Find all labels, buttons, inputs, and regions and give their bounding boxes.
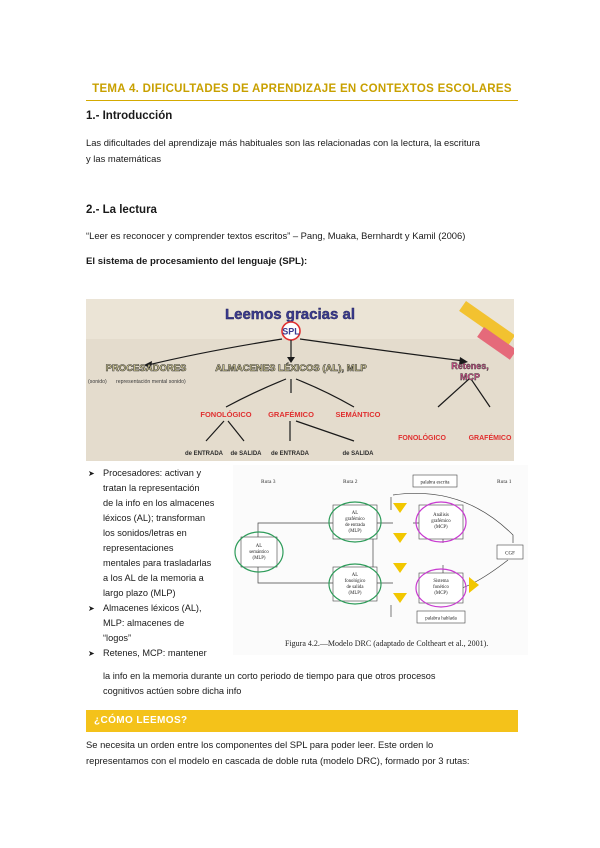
bullet-procesadores: ➤ Procesadores: activan y tratan la repr…	[86, 466, 236, 601]
note-representacion: representación mental sonido)	[116, 379, 186, 385]
node-procesadores: PROCESADORES	[106, 363, 187, 374]
figure-caption: Figura 4.2.—Modelo DRC (adaptado de Colt…	[285, 639, 488, 648]
al-semantico-3: (MLP)	[252, 556, 265, 561]
box-cgf: CGF	[505, 552, 515, 557]
bullet-line: a los AL de la memoria a	[103, 573, 204, 583]
bullet-line: Procesadores: activan y	[103, 468, 202, 478]
bullet-line: mentales para trasladarlas	[103, 558, 212, 568]
board-title: Leemos gracias al	[225, 306, 355, 323]
al-grafemico-2: grafémico	[345, 517, 365, 522]
drc-model-figure: Ruta 3 Ruta 2 Ruta 1 palabra escrita AL …	[233, 465, 528, 655]
section2-heading: 2.- La lectura	[86, 204, 157, 216]
al-fonologico-4: (MLP)	[348, 591, 361, 596]
section3-paragraph: Se necesita un orden entre los component…	[86, 737, 526, 769]
bullet-line: Retenes, MCP: mantener	[103, 648, 207, 658]
leaf-salida-graf: de SALIDA	[342, 451, 374, 457]
al-grafemico-3: de entrada	[345, 523, 366, 528]
subnode-semantico: SEMÁNTICO	[336, 410, 381, 419]
bullet-line: de la info en los almacenes	[103, 498, 215, 508]
bullet-line: los sonidos/letras en	[103, 528, 187, 538]
node-mcp: MCP	[460, 372, 480, 382]
sistema-2: fonético	[433, 585, 449, 590]
route3-label: Ruta 3	[261, 479, 276, 485]
route1-label: Ruta 1	[497, 479, 512, 485]
yellow-arrow-icons	[393, 503, 479, 603]
spl-concept-map-image: Leemos gracias al SPL PROCESADORES ALMAC…	[86, 299, 514, 461]
bullet-almacenes: ➤ Almacenes léxicos (AL), MLP: almacenes…	[86, 601, 236, 646]
bullet-line: MLP: almacenes de	[103, 618, 185, 628]
al-grafemico-1: AL	[352, 511, 358, 516]
arrow-bullet-icon: ➤	[88, 604, 95, 613]
right-fonologico: FONOLÓGICO	[398, 433, 446, 442]
arrow-bullet-icon: ➤	[88, 649, 95, 658]
section-banner: ¿CÓMO LEEMOS?	[86, 710, 518, 732]
al-fonologico-1: AL	[352, 573, 358, 578]
bullet-retenes: ➤ Retenes, MCP: mantener	[86, 646, 236, 661]
leaf-entrada-graf: de ENTRADA	[271, 451, 310, 457]
bullet-line: largo plazo (MLP)	[103, 588, 176, 598]
spl-components-list: ➤ Procesadores: activan y tratan la repr…	[86, 466, 236, 661]
al-grafemico-4: (MLP)	[348, 529, 361, 534]
drc-diagram: Ruta 3 Ruta 2 Ruta 1 palabra escrita AL …	[234, 474, 524, 648]
analisis-1: Análisis	[433, 513, 449, 518]
bullet-line: léxicos (AL); transforman	[103, 513, 206, 523]
bullet-line: Almacenes léxicos (AL),	[103, 603, 202, 613]
leaf-salida-fono: de SALIDA	[230, 451, 262, 457]
leaf-entrada-fono: de ENTRADA	[185, 451, 224, 457]
section1-line1: Las dificultades del aprendizaje más hab…	[86, 137, 480, 148]
box-palabra-escrita: palabra escrita	[420, 481, 450, 486]
section3-line2: representamos con el modelo en cascada d…	[86, 755, 470, 766]
title-underline	[86, 100, 518, 101]
spl-badge: SPL	[282, 327, 300, 337]
bullet-line: “logos”	[103, 633, 132, 643]
node-retenes: Retenes,	[451, 361, 489, 371]
bullet-line: representaciones	[103, 543, 174, 553]
board-arrowheads	[144, 357, 468, 369]
box-palabra-hablada: palabra hablada	[425, 617, 457, 622]
board-branches	[147, 338, 491, 442]
sistema-3: (MCP)	[434, 591, 448, 596]
subnode-grafemico: GRAFÉMICO	[268, 410, 314, 419]
note-sonido: (sonido)	[88, 379, 107, 385]
section1-line2: y las matemáticas	[86, 153, 162, 164]
section1-paragraph: Las dificultades del aprendizaje más hab…	[86, 135, 526, 167]
section3-line1: Se necesita un orden entre los component…	[86, 739, 434, 750]
bullet-retenes-continuation: la info en la memoria durante un corto p…	[103, 669, 523, 699]
right-grafemico: GRAFÉMICO	[469, 433, 512, 442]
al-fonologico-2: fonológico	[345, 579, 366, 584]
section1-heading: 1.- Introducción	[86, 110, 173, 122]
bullet-line: cognitivos actúen sobre dicha info	[103, 686, 242, 696]
analisis-2: grafémico	[431, 519, 451, 524]
arrow-bullet-icon: ➤	[88, 469, 95, 478]
pencil-decoration	[459, 301, 514, 360]
bullet-line: tratan la representación	[103, 483, 200, 493]
spl-subheading: El sistema de procesamiento del lenguaje…	[86, 256, 308, 267]
section2-quote: “Leer es reconocer y comprender textos e…	[86, 230, 466, 241]
document-title: TEMA 4. DIFICULTADES DE APRENDIZAJE EN C…	[92, 83, 512, 95]
al-fonologico-3: de salida	[347, 585, 365, 590]
subnode-fonologico: FONOLÓGICO	[200, 410, 251, 419]
banner-label: ¿CÓMO LEEMOS?	[94, 715, 188, 726]
bullet-line: la info en la memoria durante un corto p…	[103, 671, 436, 681]
node-almacenes-lexicos: ALMACENES LÉXICOS (AL), MLP	[215, 363, 367, 374]
al-semantico-1: AL	[256, 544, 262, 549]
sistema-1: Sistema	[433, 579, 449, 584]
analisis-3: (MCP)	[434, 525, 448, 530]
spl-concept-map: Leemos gracias al SPL PROCESADORES ALMAC…	[86, 299, 514, 461]
route2-label: Ruta 2	[343, 479, 358, 485]
al-semantico-2: semántico	[249, 550, 269, 555]
drc-connections	[257, 492, 514, 617]
